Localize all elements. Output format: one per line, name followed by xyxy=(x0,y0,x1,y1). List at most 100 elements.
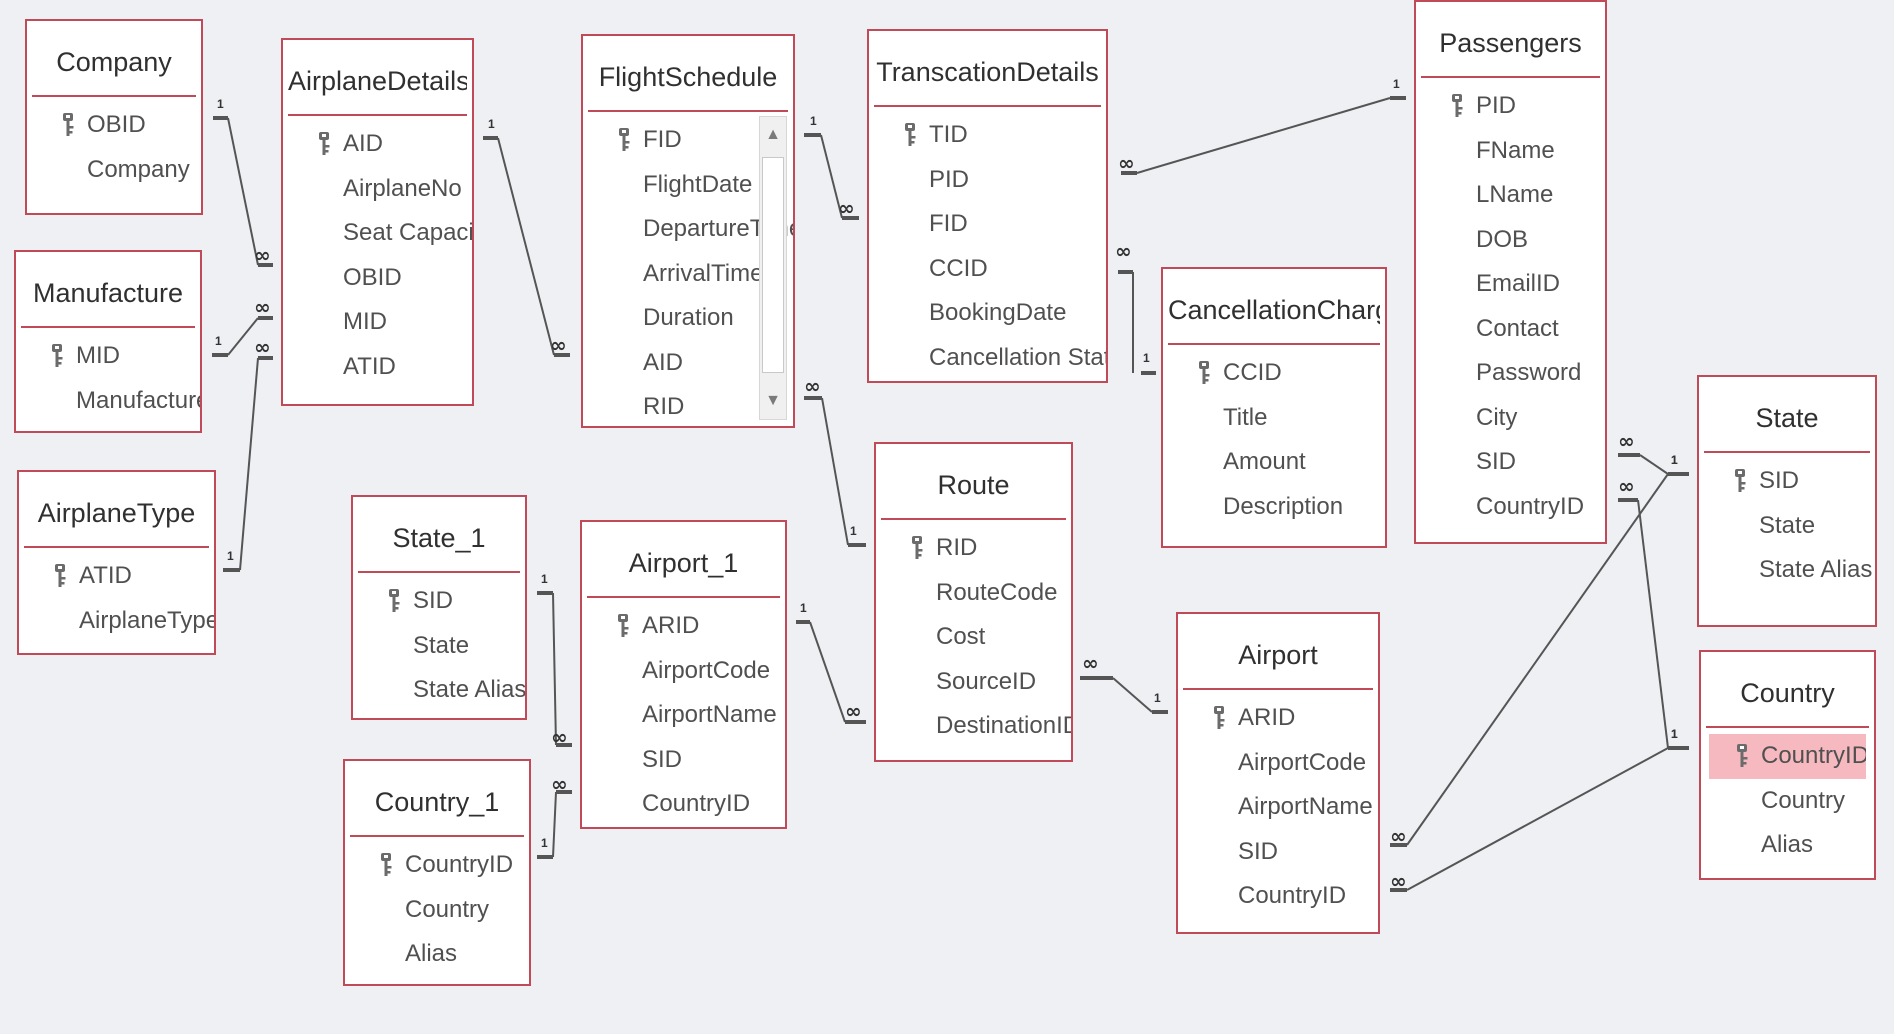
field-sourceid[interactable]: SourceID xyxy=(876,660,1071,705)
field-airplaneno[interactable]: AirplaneNo xyxy=(283,167,472,212)
field-lname[interactable]: LName xyxy=(1416,173,1605,218)
field-arid[interactable]: ARID xyxy=(1178,696,1378,741)
field-countryid[interactable]: CountryID xyxy=(1709,734,1866,779)
field-duration[interactable]: Duration xyxy=(583,296,793,341)
field-fname[interactable]: FName xyxy=(1416,129,1605,174)
relationship-line[interactable]: 1∞ xyxy=(1080,651,1168,714)
table-title[interactable]: Airport_1 xyxy=(587,522,780,598)
field-airportname[interactable]: AirportName xyxy=(1178,785,1378,830)
relationship-line[interactable]: 1∞ xyxy=(212,295,273,357)
field-sid[interactable]: SID xyxy=(1416,440,1605,485)
field-ccid[interactable]: CCID xyxy=(869,247,1106,292)
field-obid[interactable]: OBID xyxy=(27,103,201,148)
table-title[interactable]: Country_1 xyxy=(350,761,524,837)
field-airplanetype[interactable]: AirplaneType xyxy=(19,599,214,644)
field-pid[interactable]: PID xyxy=(869,158,1106,203)
field-cost[interactable]: Cost xyxy=(876,615,1071,660)
field-sid[interactable]: SID xyxy=(353,579,525,624)
field-emailid[interactable]: EmailID xyxy=(1416,262,1605,307)
field-company[interactable]: Company xyxy=(27,148,201,193)
table-title[interactable]: AirplaneDetails xyxy=(288,40,467,116)
relationship-line[interactable]: 1∞ xyxy=(223,335,273,572)
field-alias[interactable]: Alias xyxy=(345,932,529,977)
field-arrivaltime[interactable]: ArrivalTime xyxy=(583,252,793,297)
field-title[interactable]: Title xyxy=(1163,396,1385,441)
table-title[interactable]: State xyxy=(1704,377,1870,453)
field-city[interactable]: City xyxy=(1416,396,1605,441)
field-mid[interactable]: MID xyxy=(16,334,200,379)
field-aid[interactable]: AID xyxy=(583,341,793,386)
field-contact[interactable]: Contact xyxy=(1416,307,1605,352)
field-fid[interactable]: FID xyxy=(583,118,793,163)
table-title[interactable]: Airport xyxy=(1183,614,1373,690)
field-atid[interactable]: ATID xyxy=(19,554,214,599)
relationship-line[interactable]: 1∞ xyxy=(1390,727,1689,893)
relationship-line[interactable]: 1∞ xyxy=(1115,239,1156,375)
table-title[interactable]: AirplaneType xyxy=(24,472,209,548)
field-state-alias[interactable]: State Alias xyxy=(353,668,525,713)
table-title[interactable]: Manufacture xyxy=(21,252,195,328)
field-atid[interactable]: ATID xyxy=(283,345,472,390)
table-title[interactable]: State_1 xyxy=(358,497,520,573)
field-mid[interactable]: MID xyxy=(283,300,472,345)
field-flightdate[interactable]: FlightDate xyxy=(583,163,793,208)
field-fid[interactable]: FID xyxy=(869,202,1106,247)
field-sid[interactable]: SID xyxy=(1699,459,1875,504)
field-rid[interactable]: RID xyxy=(583,385,793,426)
field-bookingdate[interactable]: BookingDate xyxy=(869,291,1106,336)
table-title[interactable]: Country xyxy=(1706,652,1869,728)
field-alias[interactable]: Alias xyxy=(1701,823,1874,868)
field-country[interactable]: Country xyxy=(1701,779,1874,824)
field-countryid[interactable]: CountryID xyxy=(345,843,529,888)
relationship-line[interactable]: 1∞ xyxy=(796,601,866,724)
field-state-alias[interactable]: State Alias xyxy=(1699,548,1875,593)
relationship-line[interactable]: 1∞ xyxy=(1390,453,1689,848)
field-countryid[interactable]: CountryID xyxy=(1416,485,1605,530)
field-cancellation-status[interactable]: Cancellation Status xyxy=(869,336,1106,381)
field-description[interactable]: Description xyxy=(1163,485,1385,530)
scroll-down-icon[interactable]: ▼ xyxy=(765,392,781,409)
table-cancellationcharge[interactable]: CancellationCharge CCIDTitleAmountDescri… xyxy=(1161,267,1387,548)
field-routecode[interactable]: RouteCode xyxy=(876,571,1071,616)
table-title[interactable]: Route xyxy=(881,444,1066,520)
field-country[interactable]: Country xyxy=(345,888,529,933)
relationship-line[interactable]: 1∞ xyxy=(1618,474,1689,750)
field-airportcode[interactable]: AirportCode xyxy=(582,649,785,694)
field-password[interactable]: Password xyxy=(1416,351,1605,396)
table-title[interactable]: TranscationDetails xyxy=(874,31,1101,107)
relationship-line[interactable]: 1∞ xyxy=(213,97,273,267)
field-dob[interactable]: DOB xyxy=(1416,218,1605,263)
field-ccid[interactable]: CCID xyxy=(1163,351,1385,396)
table-title[interactable]: CancellationCharge xyxy=(1168,269,1380,345)
field-sid[interactable]: SID xyxy=(1178,830,1378,875)
field-countryid[interactable]: CountryID xyxy=(1178,874,1378,919)
field-arid[interactable]: ARID xyxy=(582,604,785,649)
field-state[interactable]: State xyxy=(1699,504,1875,549)
relationship-line[interactable]: 1∞ xyxy=(804,374,866,547)
scroll-up-icon[interactable]: ▲ xyxy=(765,126,781,143)
field-list-scrollbar[interactable]: ▲ ▼ xyxy=(759,116,787,420)
field-amount[interactable]: Amount xyxy=(1163,440,1385,485)
field-airportname[interactable]: AirportName xyxy=(582,693,785,738)
field-rid[interactable]: RID xyxy=(876,526,1071,571)
relationship-line[interactable]: 1∞ xyxy=(1618,429,1689,476)
field-seat-capacity[interactable]: Seat Capacity xyxy=(283,211,472,256)
field-state[interactable]: State xyxy=(353,624,525,669)
relationship-line[interactable]: 1∞ xyxy=(537,572,572,749)
table-title[interactable]: FlightSchedule xyxy=(588,36,788,112)
field-aid[interactable]: AID xyxy=(283,122,472,167)
